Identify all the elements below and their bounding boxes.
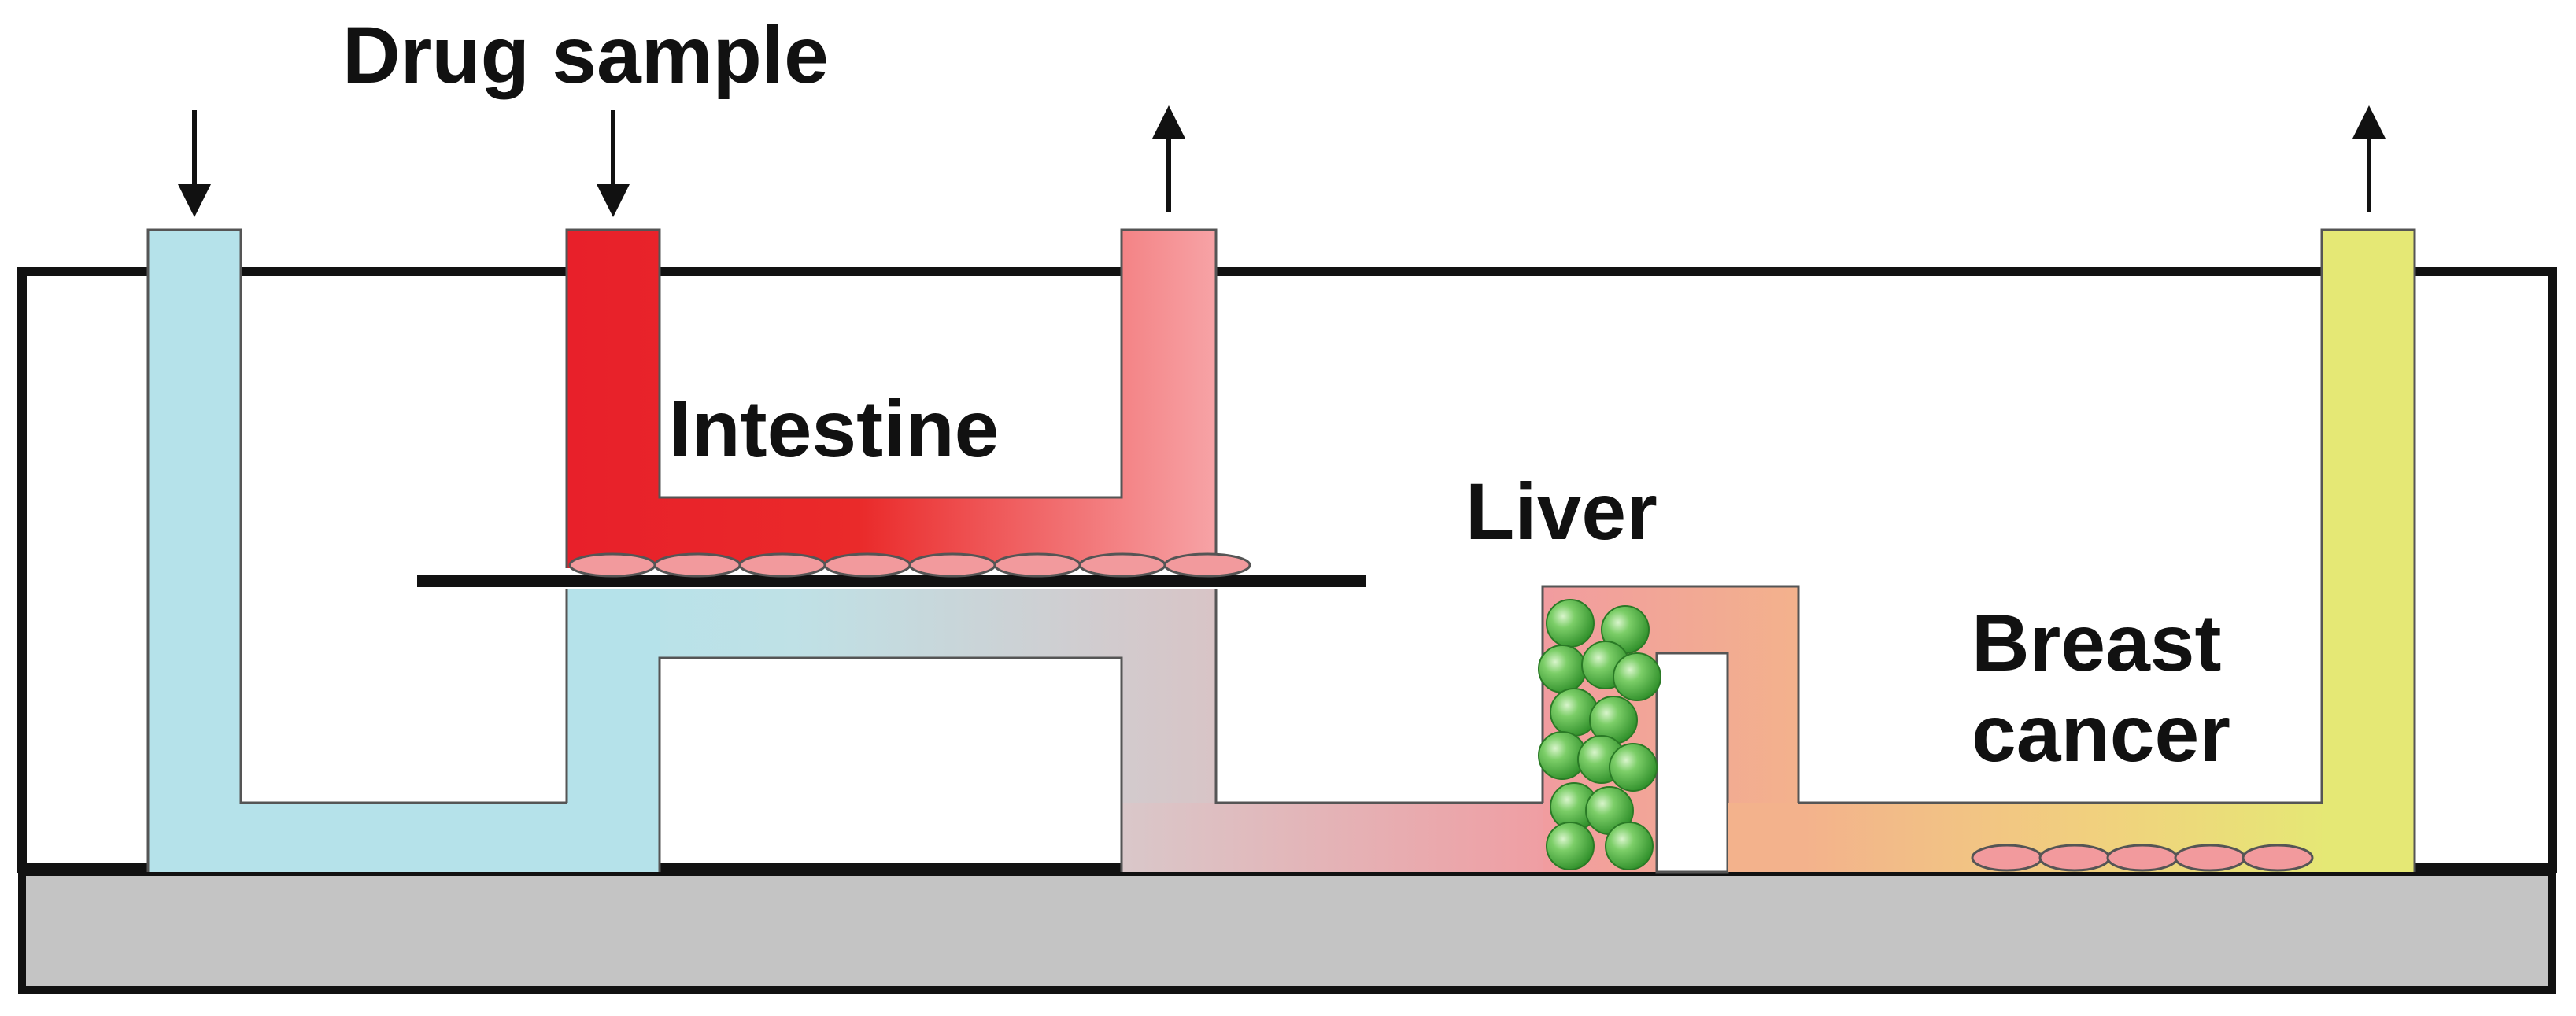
liver-island [1655, 652, 1729, 874]
breast-cancer-cell [2038, 844, 2111, 872]
hepatocyte-sphere [1613, 652, 1661, 701]
breast-label: Breast [1972, 598, 2222, 688]
hepatocyte-sphere [1538, 645, 1587, 693]
chip-body [17, 267, 2557, 873]
breast-cancer-cell [2242, 844, 2314, 872]
intestine-cell [568, 552, 656, 578]
hepatocyte-sphere [1546, 599, 1595, 648]
breast-cancer-cell-layer [1971, 844, 2314, 872]
breast-cancer-cell [2174, 844, 2246, 872]
lower-channel [565, 589, 1562, 872]
liver-label: Liver [1465, 467, 1658, 556]
intestine-cell [908, 552, 996, 578]
liver-hepatocyte-cluster [1538, 599, 1661, 870]
drug-sample-label: Drug sample [342, 10, 829, 100]
intestine-cell [993, 552, 1081, 578]
intestine-cell [1078, 552, 1166, 578]
intestine-cell [823, 552, 911, 578]
breast-cancer-cell [2106, 844, 2179, 872]
intestine-label: Intestine [669, 384, 999, 474]
hepatocyte-sphere [1605, 822, 1654, 870]
intestine-cell [653, 552, 741, 578]
breast-cancer-cell [1971, 844, 2043, 872]
cancer-label: cancer [1972, 689, 2230, 778]
intestine-cell-layer [568, 552, 1251, 578]
intestine-cell [738, 552, 826, 578]
hepatocyte-sphere [1609, 743, 1658, 792]
hepatocyte-sphere [1546, 822, 1595, 870]
upper-intestine-channel [565, 228, 1218, 568]
base-plate [18, 868, 2556, 994]
intestine-cell [1163, 552, 1251, 578]
